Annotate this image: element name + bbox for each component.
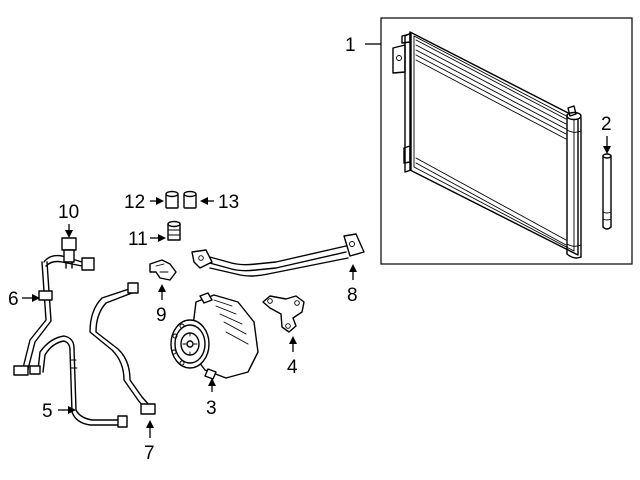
callout-5: 5 <box>42 401 53 422</box>
callout-9: 9 <box>156 305 167 326</box>
callout-8: 8 <box>347 285 358 306</box>
cap-13-icon[interactable] <box>183 190 197 209</box>
callout-3: 3 <box>206 398 217 419</box>
callout-4: 4 <box>287 357 298 378</box>
callout-12: 12 <box>124 192 145 213</box>
valve-icon[interactable] <box>167 220 181 241</box>
hose-5-icon[interactable] <box>29 335 128 428</box>
callout-7: 7 <box>144 443 155 464</box>
condenser-icon[interactable] <box>392 31 582 259</box>
callout-13: 13 <box>218 192 239 213</box>
callout-11: 11 <box>128 229 148 250</box>
cap-12-icon[interactable] <box>165 190 179 209</box>
ac-compressor-icon[interactable] <box>170 292 259 380</box>
hose-6-icon[interactable] <box>13 254 95 376</box>
ac-line-8-icon[interactable] <box>191 233 365 277</box>
hose-7-icon[interactable] <box>89 282 156 415</box>
mounting-bracket-icon[interactable] <box>262 295 305 333</box>
callout-2: 2 <box>601 114 612 135</box>
callout-10: 10 <box>58 202 79 223</box>
bracket-9-icon[interactable] <box>149 259 177 281</box>
callout-6: 6 <box>8 289 19 310</box>
callout-1: 1 <box>345 35 356 56</box>
condenser-inset-box <box>380 17 633 265</box>
receiver-drier-icon[interactable] <box>602 153 612 230</box>
leader-lines <box>22 43 611 438</box>
